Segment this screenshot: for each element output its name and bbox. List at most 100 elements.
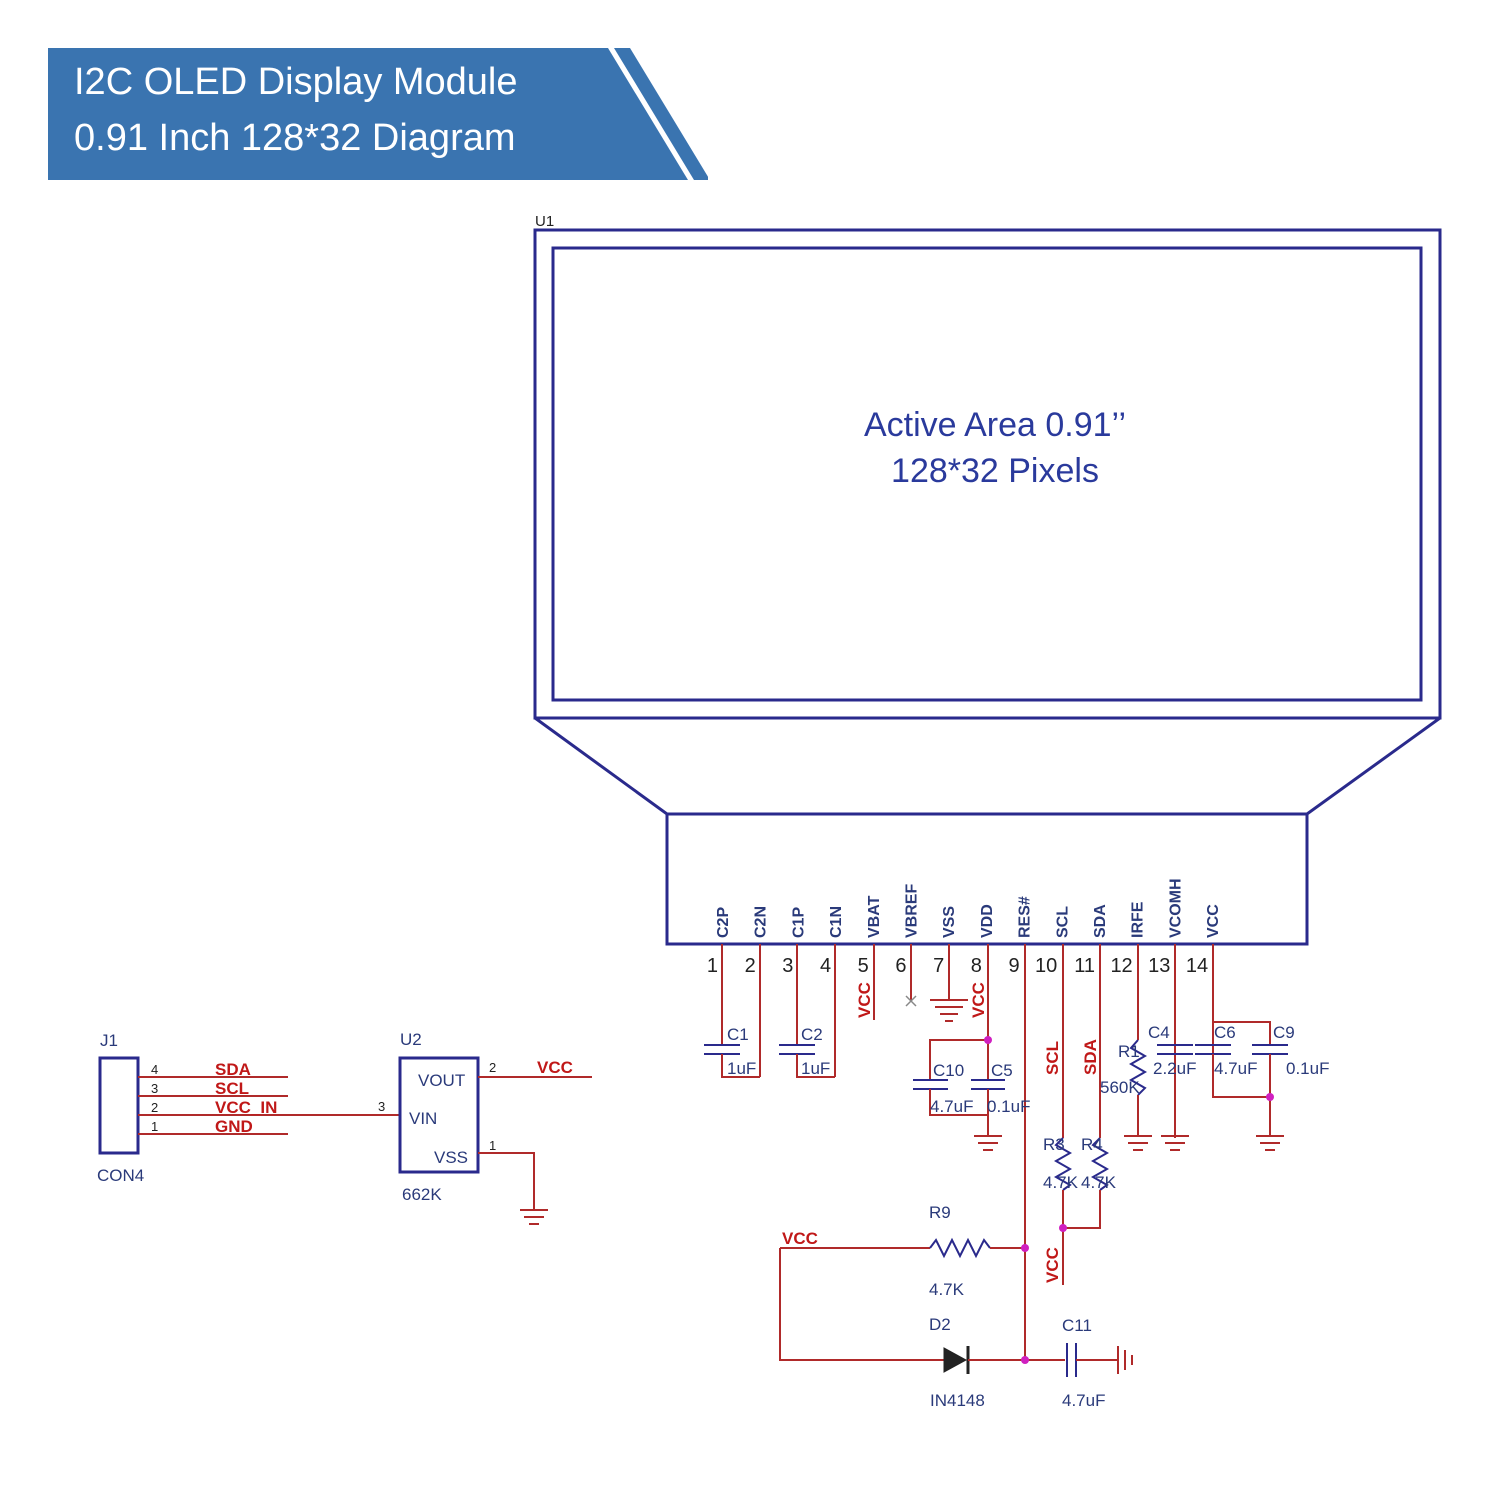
junction-r9: [1021, 1244, 1029, 1252]
net-vcc-pin5: VCC: [855, 982, 874, 1018]
c11-value: 4.7uF: [1062, 1391, 1105, 1410]
j1-connector-body: [98, 1056, 140, 1155]
d2-ref: D2: [929, 1315, 951, 1334]
banner-title-line1: I2C OLED Display Module: [74, 61, 518, 103]
j1-wires: [138, 1076, 400, 1135]
oled-pin-name: C1P: [790, 907, 807, 938]
j1-pin-net: SCL: [215, 1079, 249, 1098]
oled-pin-name: VBAT: [866, 895, 883, 938]
oled-pin-number: 10: [1035, 955, 1057, 977]
c9-value: 0.1uF: [1286, 1059, 1329, 1078]
c5-ref: C5: [991, 1061, 1013, 1080]
pin-wires: [721, 944, 1214, 1360]
net-vcc-pin8: VCC: [969, 982, 988, 1018]
u2-ref: U2: [400, 1030, 422, 1049]
oled-pin-name: VCC: [1205, 904, 1222, 938]
oled-pin-number: 13: [1148, 955, 1170, 977]
c5-value: 0.1uF: [987, 1097, 1030, 1116]
c10-ref: C10: [933, 1061, 964, 1080]
j1-pin-number: 4: [151, 1062, 158, 1077]
j1-pin-number: 2: [151, 1100, 158, 1115]
net-scl: SCL: [1043, 1041, 1062, 1075]
c1-ref: C1: [727, 1025, 749, 1044]
c4-value: 2.2uF: [1153, 1059, 1196, 1078]
j1-pin-net: VCC_IN: [215, 1098, 277, 1117]
active-area-label: Active Area 0.91’’: [864, 406, 1126, 444]
j1-part: CON4: [97, 1166, 144, 1185]
u2-pin-vout: VOUT: [418, 1071, 465, 1090]
r3-ref: R3: [1043, 1135, 1065, 1154]
oled-pin-name: C2P: [715, 907, 732, 938]
r4-ref: R4: [1081, 1135, 1103, 1154]
oled-pin-number: 11: [1074, 955, 1095, 977]
oled-pin-number: 2: [745, 955, 756, 977]
c11-ref: C11: [1062, 1316, 1092, 1335]
junction-d2: [1021, 1356, 1029, 1364]
resistors-r3-r4: [1053, 1137, 1110, 1285]
oled-pin-name: VDD: [979, 904, 996, 938]
r3-value: 4.7K: [1043, 1173, 1079, 1192]
capacitors-c10-c5: [913, 1039, 1005, 1136]
capacitor-c4: [1157, 1044, 1193, 1151]
capacitor-c2: [779, 1044, 835, 1078]
capacitors-c6-c9: [1195, 1021, 1288, 1151]
oled-pin-labels: C2P1C2N2C1P3C1N4VBAT5VBREF6VSS7VDD8RES#9…: [707, 878, 1222, 977]
c1-value: 1uF: [727, 1059, 756, 1078]
u2-pin3-num: 3: [378, 1099, 385, 1114]
u2-pin-vss: VSS: [434, 1148, 468, 1167]
u2-pin1-num: 1: [489, 1138, 496, 1153]
oled-pin-number: 1: [707, 955, 718, 977]
u2-part: 662K: [402, 1185, 442, 1204]
no-connect-marker: [905, 995, 917, 1007]
c6-ref: C6: [1214, 1023, 1236, 1042]
oled-pin-number: 12: [1110, 955, 1132, 977]
c4-ref: C4: [1148, 1023, 1170, 1042]
r1-ref: R1: [1118, 1042, 1140, 1061]
j1-pin-number: 3: [151, 1081, 158, 1096]
oled-pin-name: VBREF: [904, 884, 921, 938]
oled-pin-name: C2N: [753, 906, 770, 938]
oled-pin-name: VCOMH: [1167, 878, 1184, 938]
junction-pullup: [1059, 1224, 1067, 1232]
r9-value: 4.7K: [929, 1280, 965, 1299]
oled-pin-number: 6: [895, 955, 906, 977]
d2-value: IN4148: [930, 1391, 985, 1410]
c6-value: 4.7uF: [1214, 1059, 1257, 1078]
oled-pin-number: 4: [820, 955, 831, 977]
u2-pin2-num: 2: [489, 1060, 496, 1075]
oled-pin-number: 14: [1186, 955, 1208, 977]
banner-title-line2: 0.91 Inch 128*32 Diagram: [74, 117, 516, 159]
oled-pin-name: SDA: [1092, 904, 1109, 938]
oled-display-outline: [533, 228, 1442, 946]
capacitor-c1: [704, 1044, 760, 1078]
c2-ref: C2: [801, 1025, 823, 1044]
ground-symbol-c5: [974, 1135, 1002, 1151]
u2-out-net: VCC: [537, 1058, 573, 1077]
ground-symbol-vss: [930, 999, 968, 1022]
oled-pin-number: 8: [971, 955, 982, 977]
u2-pin-vin: VIN: [409, 1109, 437, 1128]
j1-pin-net: SDA: [215, 1060, 251, 1079]
u1-ref: U1: [535, 213, 554, 230]
r9-ref: R9: [929, 1203, 951, 1222]
oled-pin-name: C1N: [828, 906, 845, 938]
oled-pin-name: RES#: [1017, 896, 1034, 938]
r4-value: 4.7K: [1081, 1173, 1117, 1192]
net-sda: SDA: [1081, 1039, 1100, 1075]
oled-pin-name: IRFE: [1130, 901, 1147, 938]
c9-ref: C9: [1273, 1023, 1295, 1042]
oled-pin-number: 5: [858, 955, 869, 977]
r1-value: 560K: [1100, 1078, 1140, 1097]
u2-regulator-body: [398, 1056, 480, 1174]
resistor-r1: [1124, 1039, 1152, 1151]
junction-c9: [1266, 1093, 1274, 1101]
pixel-count-label: 128*32 Pixels: [891, 452, 1099, 490]
c2-value: 1uF: [801, 1059, 830, 1078]
junction-vdd: [984, 1036, 992, 1044]
oled-pin-number: 9: [1008, 955, 1019, 977]
title-banner: I2C OLED Display Module 0.91 Inch 128*32…: [48, 48, 708, 180]
j1-pin-net: GND: [215, 1117, 253, 1136]
j1-ref: J1: [100, 1031, 118, 1050]
